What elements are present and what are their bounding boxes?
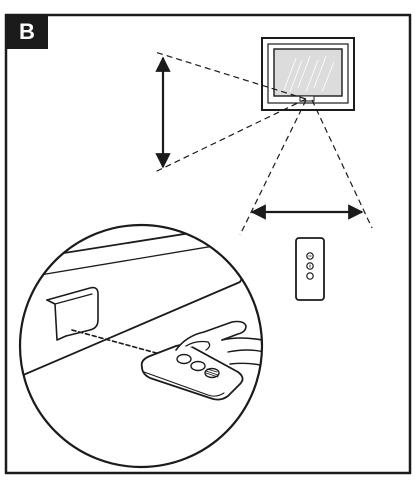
tv-icon [261,37,355,111]
ir-receiver-icon [299,95,315,102]
remote-control-icon [295,237,325,301]
vertical-range-lines [154,51,307,173]
panel-label: B [6,15,48,49]
remote-detail [140,343,244,401]
diagram-frame [4,13,412,475]
detail-magnifier [18,223,264,469]
ir-receiver-detail [46,286,99,341]
hand-icon [175,320,262,367]
horizontal-range-lines [239,99,373,236]
